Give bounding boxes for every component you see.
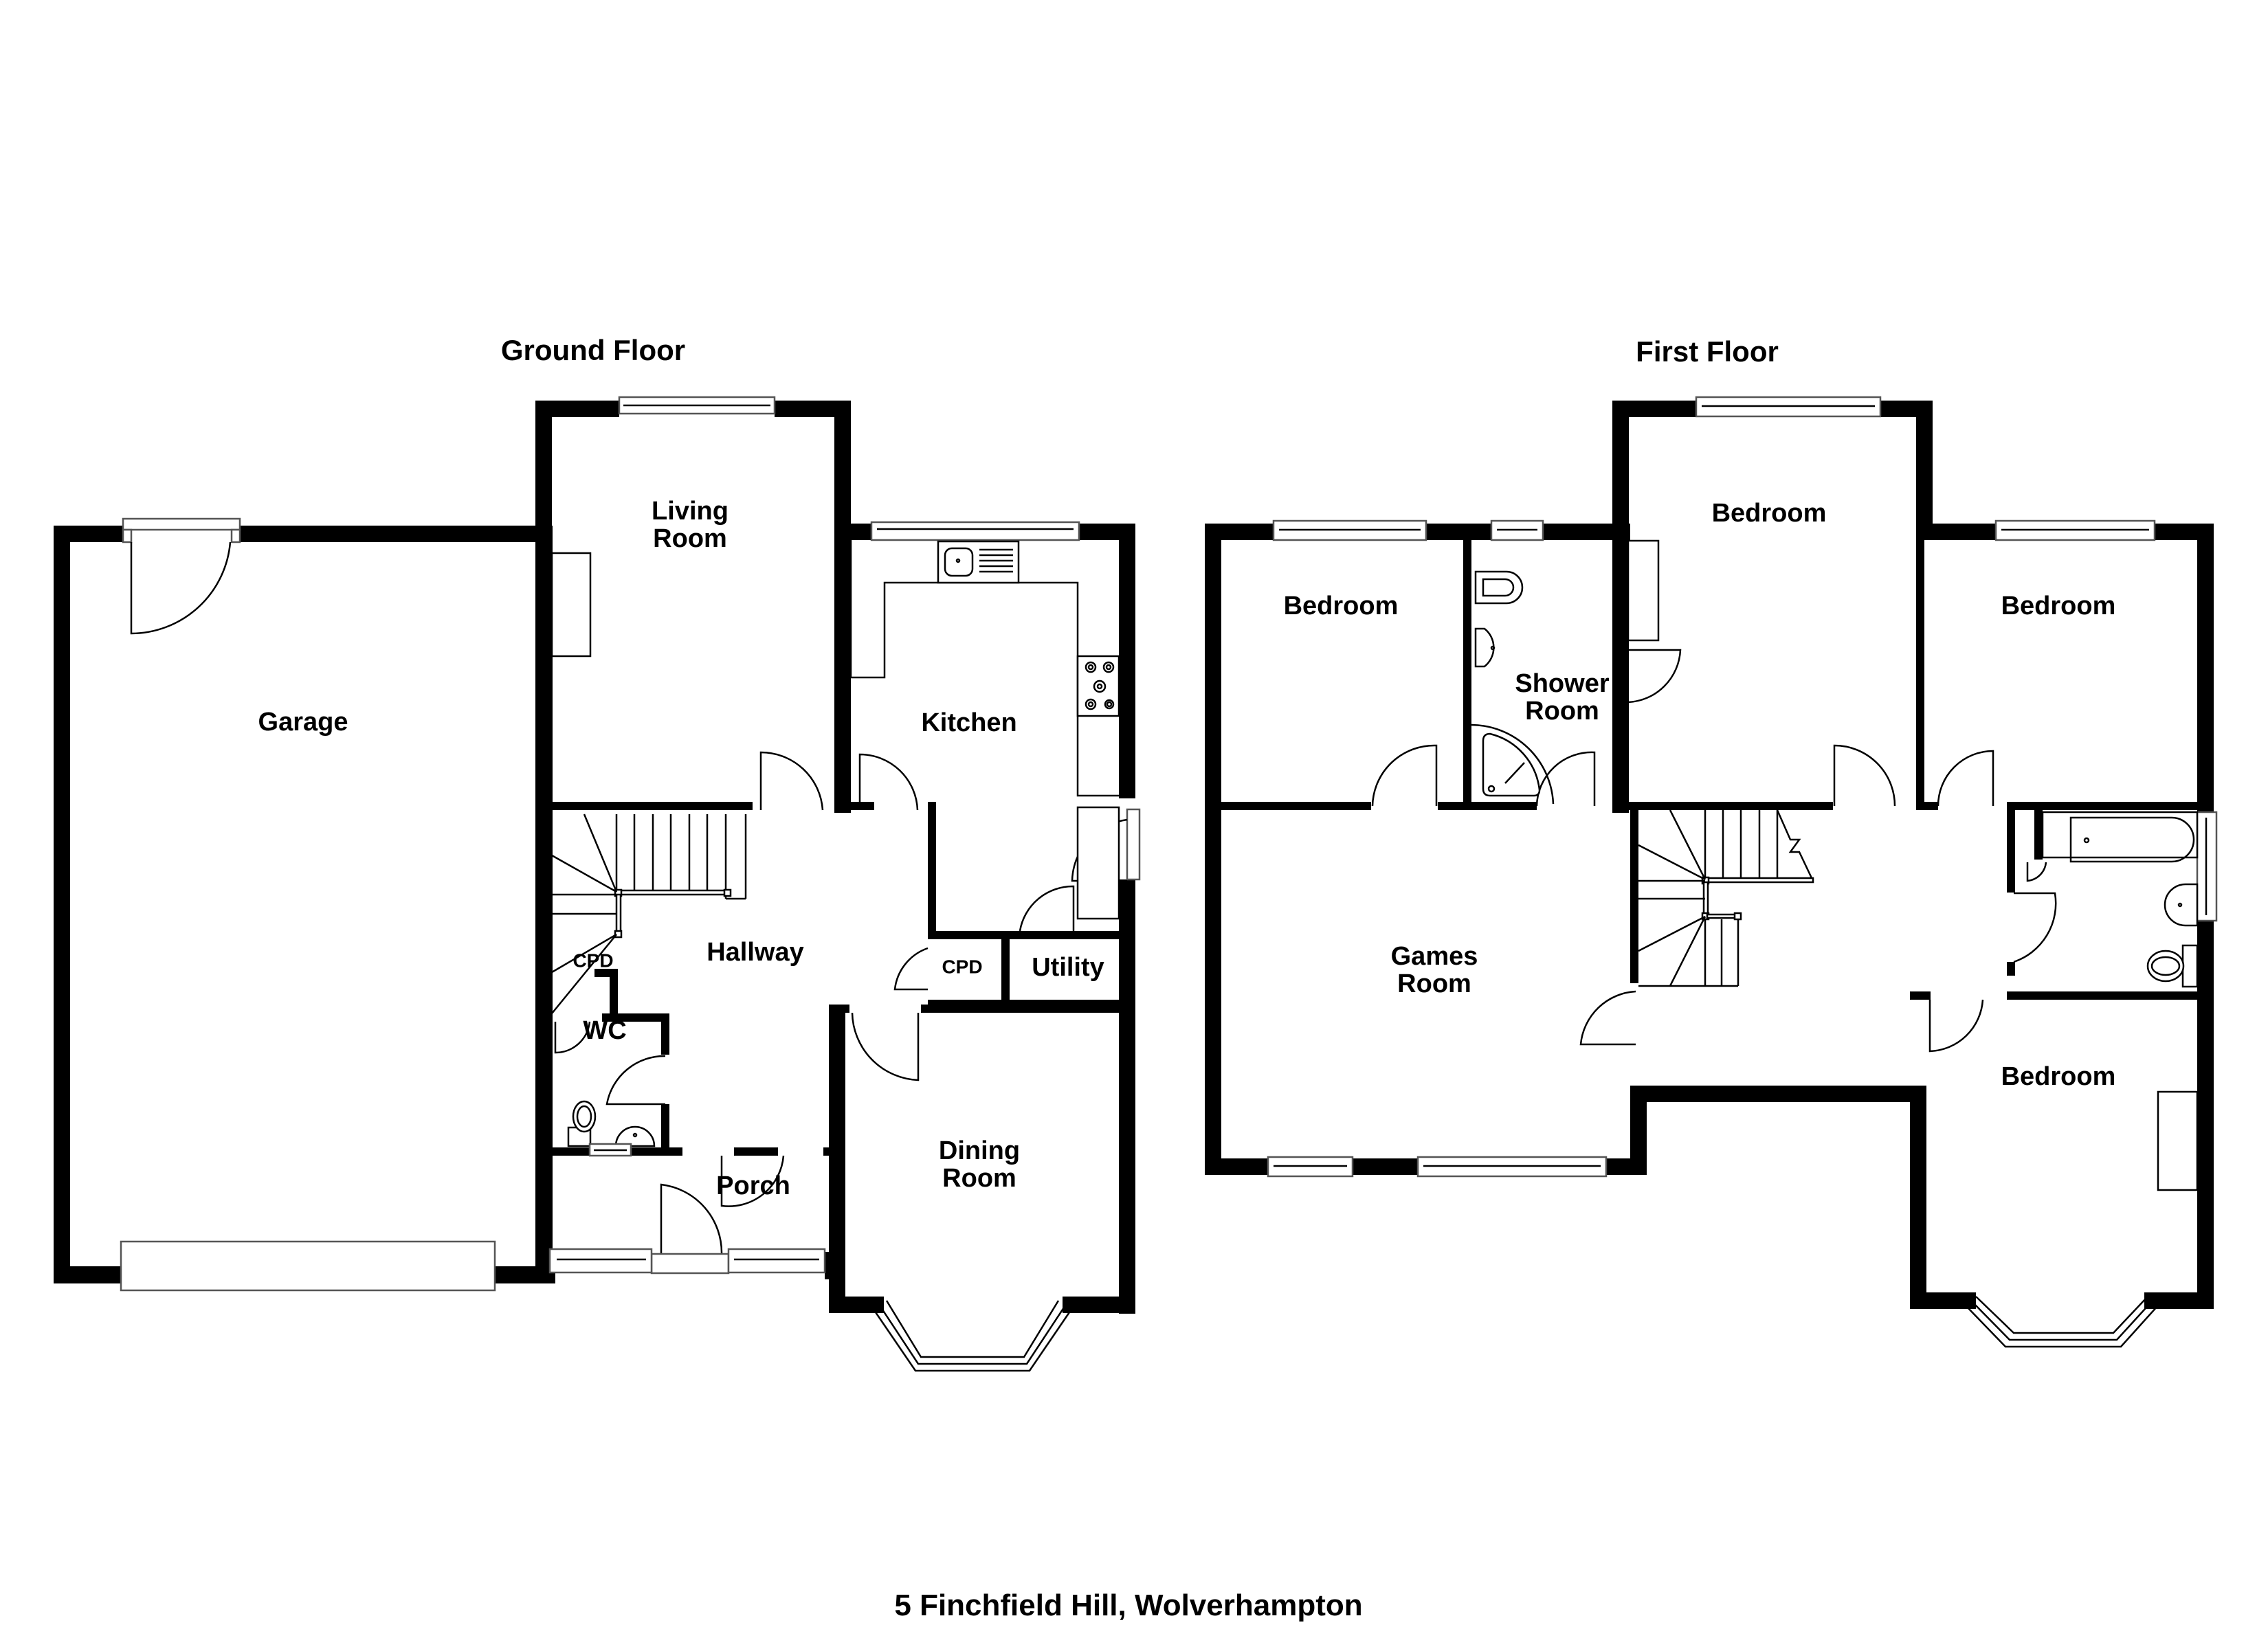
ground-floor-title: Ground Floor (500, 333, 686, 366)
room-label-cpd-under-stairs: CPD (572, 950, 614, 972)
property-address: 5 Finchfield Hill, Wolverhampton (894, 1588, 1363, 1622)
bathroom-basin-icon (2164, 883, 2199, 927)
room-label-hallway: Hallway (707, 938, 804, 967)
room-label-bedroom-front-left: Bedroom (1283, 592, 1399, 621)
room-label-cpd-hall: CPD (942, 956, 983, 978)
living-room-door (759, 751, 824, 811)
garage-main-door (120, 1240, 496, 1292)
kitchen-window (870, 521, 1080, 541)
kitchen-door (858, 753, 919, 811)
hallway-walls (535, 802, 1135, 1313)
porch-inner-door (720, 1155, 785, 1207)
first-floor-doors (1371, 649, 2057, 1053)
first-floor-title: First Floor (1636, 335, 1779, 368)
living-room-walls (535, 401, 851, 813)
room-label-bedroom-right: Bedroom (2001, 592, 2116, 621)
wc-toilet-icon (567, 1100, 597, 1147)
shower-room-toilet-icon (1474, 570, 1524, 605)
garage-walls (54, 526, 555, 1283)
room-label-bedroom-bay: Bedroom (2001, 1062, 2116, 1092)
kitchen-sink-icon (937, 540, 1020, 584)
cpd-under-stairs-door (554, 1021, 591, 1054)
bathroom-toilet-icon (2146, 944, 2199, 988)
room-label-dining-room: Dining Room (938, 1136, 1021, 1193)
first-floor-plan (1205, 396, 2218, 1348)
ground-floor-plan (54, 396, 1141, 1372)
garage-side-door (122, 517, 241, 635)
room-label-utility: Utility (1032, 953, 1104, 983)
living-room-chimney-breast (551, 552, 592, 658)
room-label-games-room: Games Room (1390, 942, 1478, 998)
room-label-wc: WC (583, 1016, 627, 1046)
room-label-porch: Porch (716, 1171, 790, 1201)
top-bedroom-wardrobe (1627, 539, 1660, 642)
utility-door (1019, 885, 1075, 932)
first-floor-internal-walls (1221, 524, 2197, 1000)
shower-room-basin-icon (1474, 627, 1496, 668)
room-label-shower-room: Shower Room (1515, 669, 1610, 726)
bay-bedroom-wardrobe (2157, 1090, 2199, 1191)
wc-door (605, 1055, 666, 1106)
hall-cpd-door (893, 947, 929, 991)
wc-window (588, 1143, 632, 1157)
first-floor-outer-walls (1205, 401, 2214, 1309)
bath-icon (2041, 811, 2199, 863)
ground-floor-staircase (551, 814, 747, 1014)
porch-windows (548, 1248, 826, 1274)
room-label-bedroom-top: Bedroom (1711, 499, 1827, 528)
room-label-kitchen: Kitchen (921, 708, 1017, 738)
dining-bay-window (873, 1300, 1072, 1372)
kitchen-worktop (849, 540, 1119, 797)
dining-room-door (851, 1012, 920, 1081)
room-label-living-room: Living Room (652, 497, 729, 553)
first-floor-staircase (1638, 809, 1814, 987)
first-floor-windows (1267, 396, 2218, 1178)
room-label-garage: Garage (258, 708, 348, 737)
porch-walls (535, 1252, 845, 1283)
wc-basin-icon (614, 1125, 656, 1147)
kitchen-walls (834, 524, 1135, 1314)
corner-shower-icon (1471, 723, 1555, 805)
dining-room-chimney-breast (1076, 806, 1120, 920)
bedroom-bay-window (1965, 1296, 2159, 1348)
living-room-window (618, 396, 776, 415)
kitchen-hob-icon (1076, 655, 1120, 717)
